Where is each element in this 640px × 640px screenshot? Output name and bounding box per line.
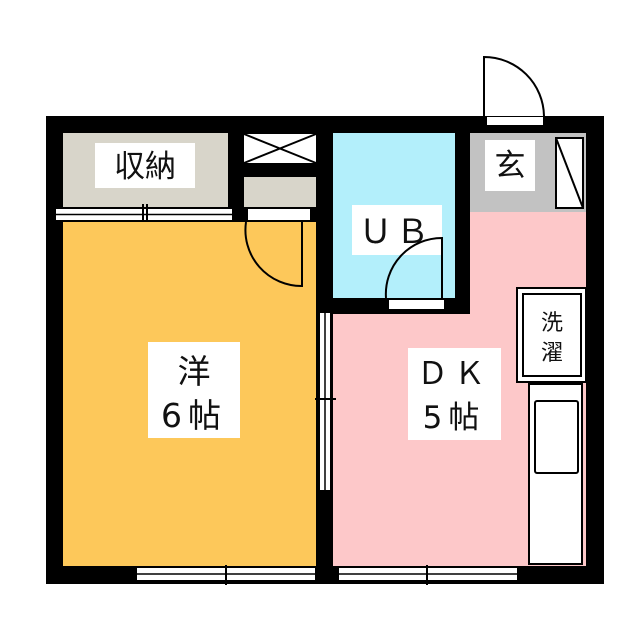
unit-bath-label-bg bbox=[352, 205, 442, 255]
western-room-size: 6帖 bbox=[161, 396, 227, 435]
unit-bath-label: ＵＢ bbox=[359, 212, 433, 251]
entrance-door-panel bbox=[487, 117, 543, 125]
closet-area bbox=[244, 177, 316, 207]
entrance-label-bg bbox=[485, 140, 535, 191]
dining-kitchen-size: 5帖 bbox=[423, 400, 486, 436]
entrance-door-swing bbox=[483, 55, 545, 117]
bath-door-swing bbox=[384, 236, 443, 299]
entrance-label: 玄 bbox=[495, 148, 526, 184]
dining-kitchen-label-bg bbox=[408, 348, 501, 440]
closet-door-panel bbox=[248, 209, 310, 220]
laundry-label-1: 洗 bbox=[541, 311, 563, 336]
western-room-door-swing bbox=[244, 221, 303, 288]
bath-door-panel bbox=[389, 300, 444, 309]
western-room-label-bg bbox=[148, 342, 240, 438]
western-room-name: 洋 bbox=[178, 352, 211, 391]
storage-label-bg bbox=[95, 143, 195, 188]
storage-label: 収納 bbox=[114, 149, 176, 185]
laundry-label-2: 濯 bbox=[541, 341, 563, 366]
dining-kitchen-name: ＤＫ bbox=[417, 356, 491, 392]
kitchen-sink bbox=[534, 400, 579, 474]
